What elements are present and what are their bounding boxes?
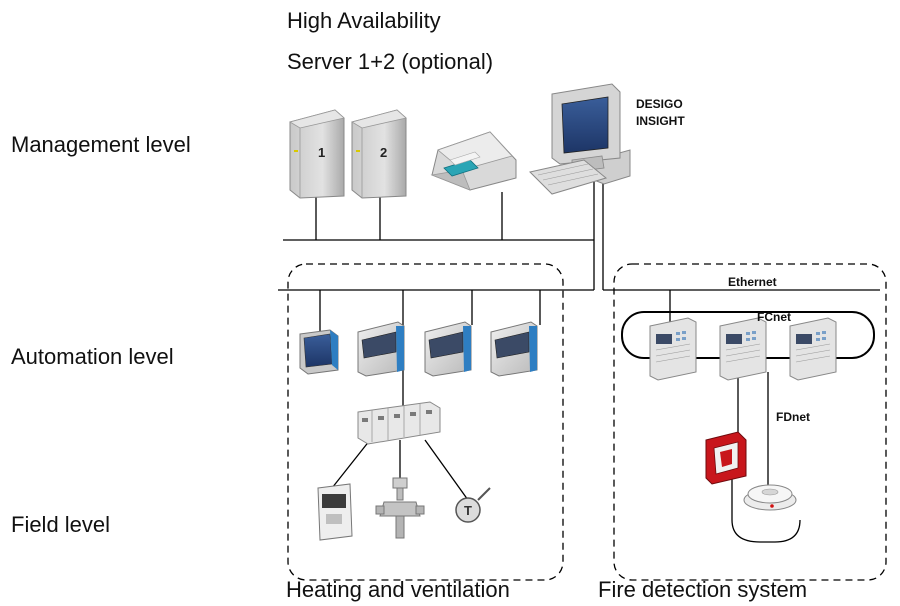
field-level-label: Field level (11, 512, 111, 537)
ethernet-label: Ethernet (728, 275, 777, 289)
workstation-label-line2: INSIGHT (636, 114, 685, 128)
automation-controller-icon (424, 321, 472, 377)
workstation-pc-icon (529, 83, 631, 195)
server-tower-icon (350, 109, 407, 199)
management-bus (283, 182, 604, 290)
fire-control-panel-icon (789, 317, 837, 381)
io-module-icon (357, 401, 441, 445)
manual-call-point-icon (705, 431, 747, 485)
fire-control-panel-icon (649, 317, 697, 381)
server-2-number: 2 (380, 145, 388, 160)
printer-icon (430, 131, 517, 191)
server-title-line2: Server 1+2 (optional) (287, 49, 494, 74)
ethernet-bus (603, 289, 880, 322)
server-tower-icon (288, 109, 345, 199)
svg-text:T: T (464, 503, 472, 518)
touch-panel-icon (299, 329, 339, 375)
fdnet-label: FDnet (776, 410, 810, 424)
workstation-label-line1: DESIGO (636, 97, 683, 111)
automation-controller-icon (490, 321, 538, 377)
smoke-detector-icon (743, 484, 797, 511)
fcnet-label: FCnet (757, 310, 791, 324)
fire-control-panel-icon (719, 317, 767, 381)
field-wiring (331, 439, 469, 501)
valve-actuator-icon (375, 477, 425, 539)
server-1-number: 1 (318, 145, 326, 160)
management-level-label: Management level (11, 132, 191, 157)
server-title-line1: High Availability (287, 8, 441, 33)
automation-level-label: Automation level (11, 344, 174, 369)
fire-boundary (613, 263, 887, 581)
room-unit-icon (317, 483, 353, 541)
hvac-system-label: Heating and ventilation (286, 577, 510, 602)
fire-system-label: Fire detection system (598, 577, 808, 602)
fdnet-loop (731, 372, 801, 543)
temperature-sensor-icon: T (455, 487, 491, 523)
automation-controller-icon (357, 321, 405, 377)
